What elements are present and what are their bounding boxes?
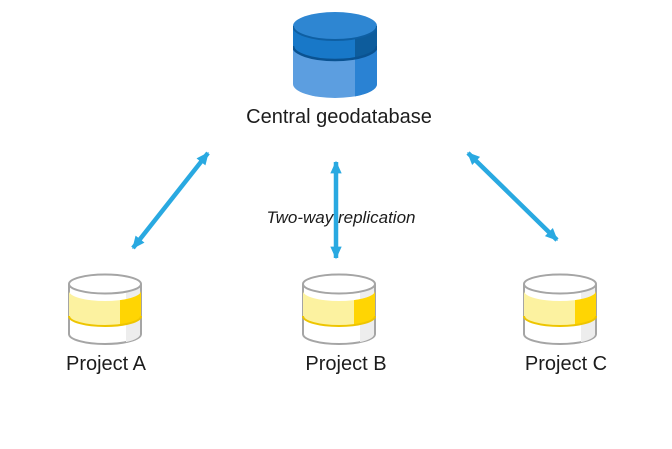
project-a-label: Project A bbox=[65, 353, 147, 375]
project-db-band-shade bbox=[120, 291, 142, 326]
central-db-band-edge bbox=[293, 45, 377, 62]
replication-label: Two-way replication bbox=[266, 208, 416, 227]
project-db-top bbox=[302, 273, 376, 295]
project-c-label: Project C bbox=[524, 353, 608, 375]
arrow-central-to-project-a bbox=[131, 151, 210, 250]
central-db-top bbox=[293, 12, 377, 40]
project-db-top bbox=[68, 273, 142, 295]
project-c-database-icon bbox=[523, 273, 597, 345]
central-geodatabase-icon bbox=[293, 12, 377, 98]
central-geodatabase-label: Central geodatabase bbox=[246, 106, 432, 128]
project-db-band-edge bbox=[68, 315, 142, 327]
project-b-label: Project B bbox=[305, 353, 387, 375]
project-db-band-shade bbox=[354, 291, 375, 326]
project-b-database-icon bbox=[302, 273, 376, 345]
project-db-band-edge bbox=[302, 315, 376, 327]
project-db-top bbox=[523, 273, 597, 295]
central-db-top-edge bbox=[293, 25, 377, 41]
arrow-central-to-project-c bbox=[466, 151, 559, 242]
project-db-band-shade bbox=[575, 291, 596, 326]
project-a-database-icon bbox=[68, 273, 142, 345]
project-db-band-edge bbox=[523, 315, 597, 327]
